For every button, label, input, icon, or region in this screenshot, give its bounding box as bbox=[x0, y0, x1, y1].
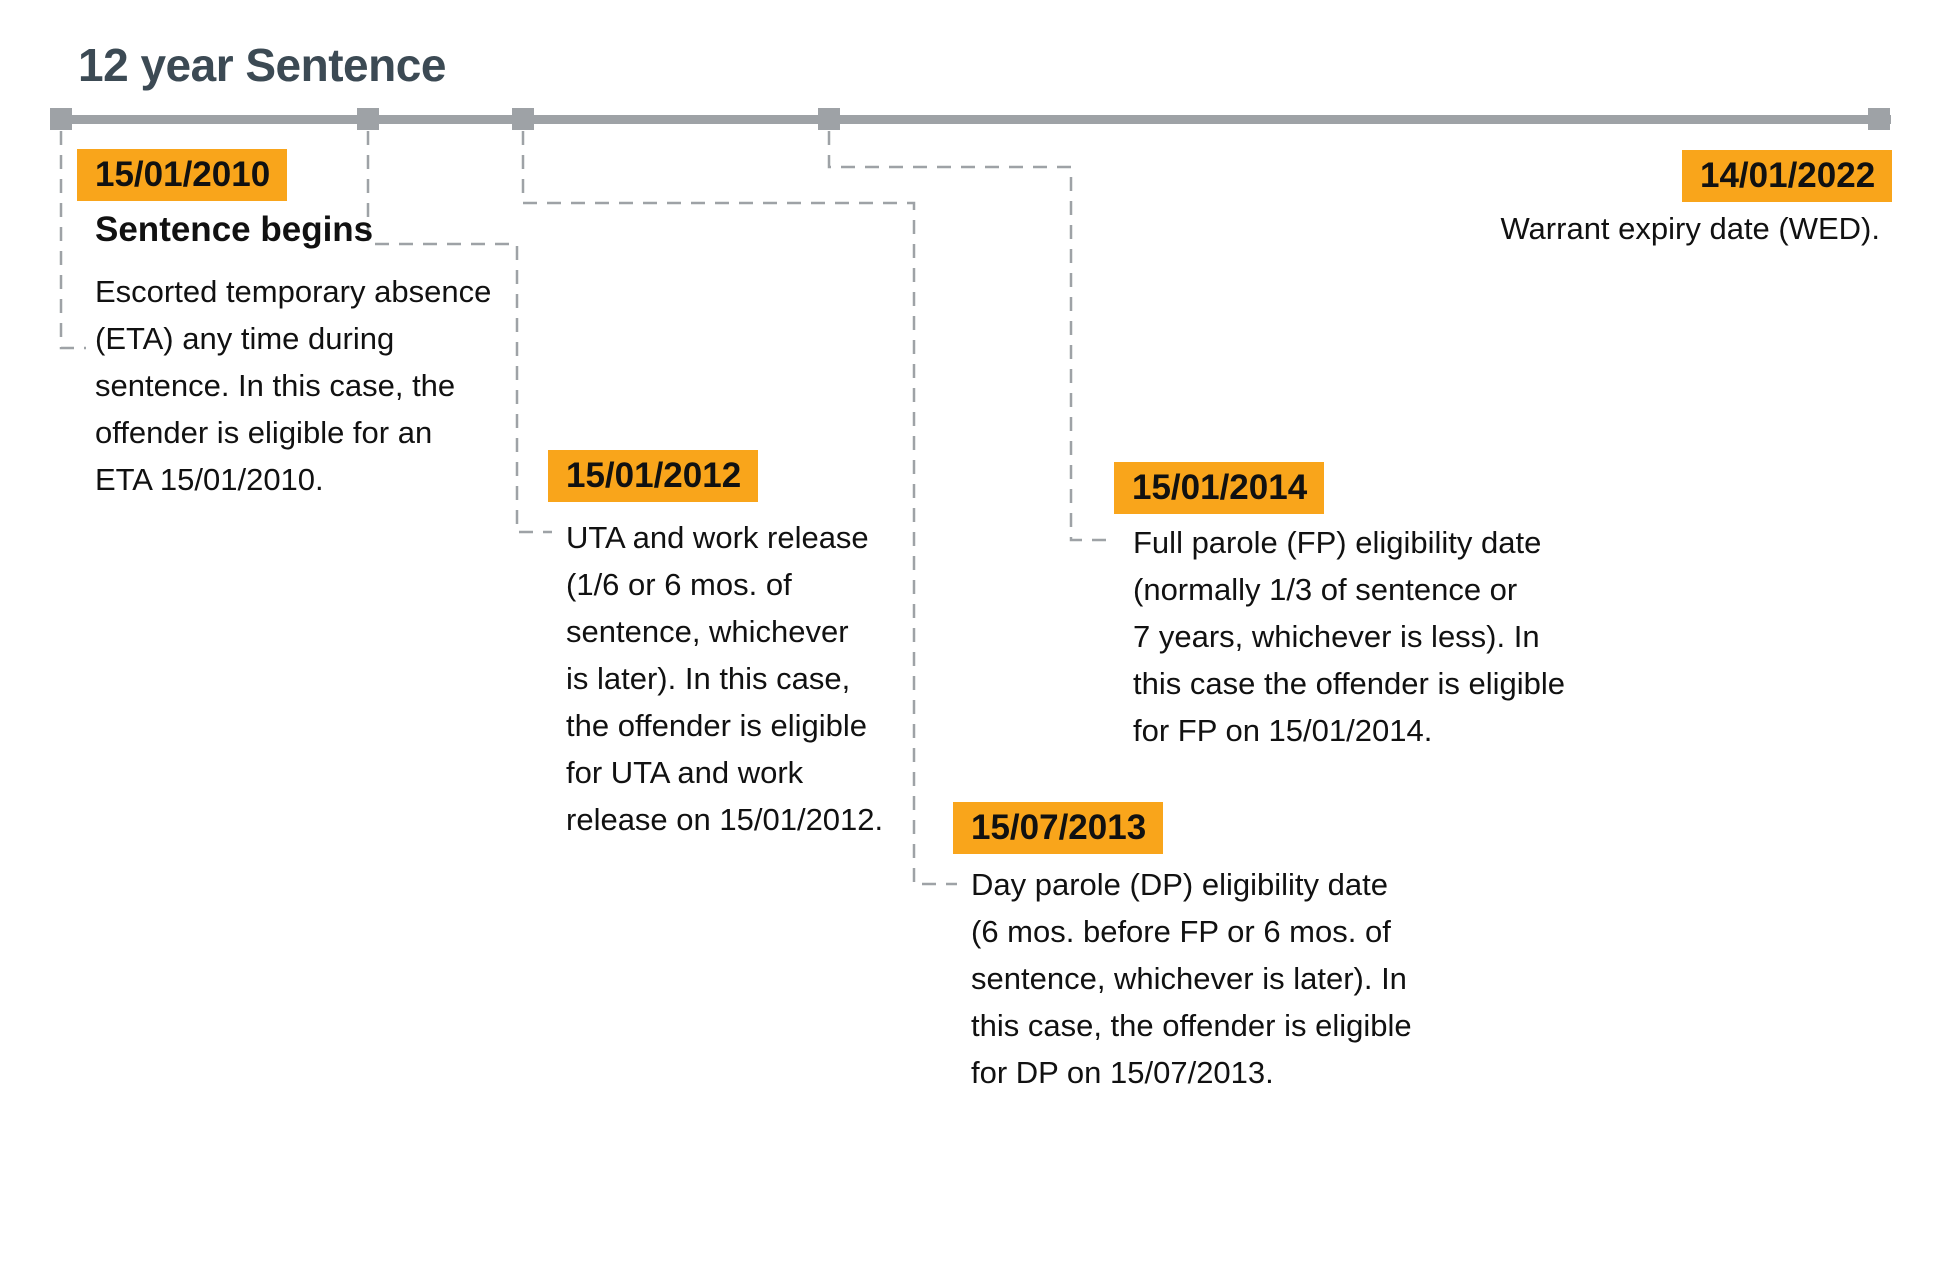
date-badge-day-parole: 15/07/2013 bbox=[953, 802, 1163, 854]
timeline-marker-2010 bbox=[50, 108, 72, 130]
event-description-warrant-expiry: Warrant expiry date (WED). bbox=[1500, 211, 1880, 246]
timeline-bar bbox=[50, 115, 1891, 124]
timeline-marker-2022 bbox=[1868, 108, 1890, 130]
event-description-eta: Escorted temporary absence (ETA) any tim… bbox=[95, 274, 492, 497]
event-description-uta: UTA and work release (1/6 or 6 mos. of s… bbox=[566, 520, 884, 837]
connector-day-parole bbox=[521, 131, 957, 886]
event-description-day-parole: Day parole (DP) eligibility date (6 mos.… bbox=[971, 867, 1412, 1090]
connector-full-parole bbox=[827, 131, 1112, 542]
timeline-marker-2014 bbox=[818, 108, 840, 130]
event-heading-sentence-begins: Sentence begins bbox=[95, 210, 374, 249]
page-title: 12 year Sentence bbox=[78, 39, 446, 91]
event-description-full-parole: Full parole (FP) eligibility date (norma… bbox=[1133, 525, 1565, 748]
timeline-marker-2013 bbox=[512, 108, 534, 130]
date-badge-full-parole: 15/01/2014 bbox=[1114, 462, 1324, 514]
timeline-marker-2012 bbox=[357, 108, 379, 130]
connector-sentence-begins bbox=[59, 131, 86, 350]
date-badge-warrant-expiry: 14/01/2022 bbox=[1682, 150, 1892, 202]
date-badge-sentence-begins: 15/01/2010 bbox=[77, 149, 287, 201]
connector-uta-work-release bbox=[366, 131, 552, 534]
date-badge-uta: 15/01/2012 bbox=[548, 450, 758, 502]
